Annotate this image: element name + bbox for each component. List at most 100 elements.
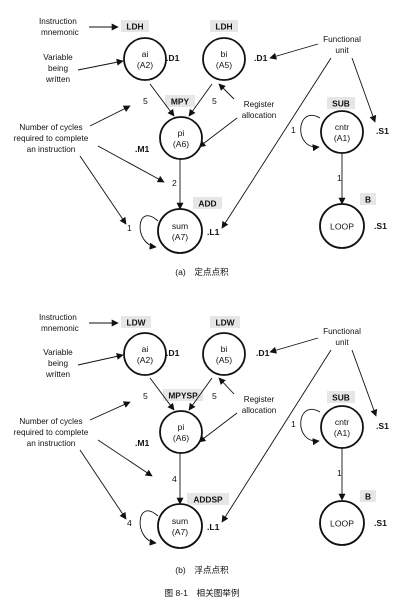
cycle-ai-pi: 5 (143, 96, 148, 106)
cycle-bi-pi: 5 (212, 96, 217, 106)
op-label-bi: LDH (215, 22, 232, 32)
op-label-sum: ADD (198, 199, 216, 209)
op-label-pi: MPY (171, 97, 190, 107)
op-label-loop: B (365, 195, 371, 205)
node-cntr-reg: (A1) (334, 428, 350, 438)
unit-cntr: .S1 (376, 126, 389, 136)
op-tag-bi (210, 20, 238, 32)
node-loop (319, 203, 365, 249)
cycles-label-line1: Number of cycles (19, 123, 82, 132)
edge-bi-pi (188, 377, 213, 411)
op-label-bi: LDW (215, 318, 234, 328)
node-ai-reg: (A2) (137, 60, 153, 70)
cycles-label-line2: required to complete (14, 134, 89, 143)
node-bi-name: bi (221, 344, 228, 354)
node-pi-name: pi (178, 128, 185, 138)
op-label-ai: LDH (126, 22, 143, 32)
unit-pi: .M1 (135, 144, 150, 154)
op-label-loop: B (365, 492, 371, 502)
unit-sum: .L1 (207, 522, 220, 532)
node-cntr (320, 405, 364, 449)
cycles-label-line2: required to complete (14, 428, 89, 437)
op-label-pi: MPYSP (168, 391, 198, 401)
op-tag-cntr (327, 97, 355, 109)
op-tag-pi (163, 389, 203, 401)
op-tag-pi (165, 95, 195, 107)
node-sum (157, 503, 203, 549)
node-loop-name: LOOP (330, 519, 354, 529)
node-bi (202, 37, 246, 81)
op-tag-ai (121, 20, 149, 32)
mnemonic-label-line2: mnemonic (41, 324, 79, 333)
node-cntr (320, 110, 364, 154)
mnemonic-label-line1: Instruction (39, 17, 77, 26)
cycle-cntr-self: 1 (291, 419, 296, 429)
unit-pi: .M1 (135, 438, 150, 448)
register-label-line1: Register (244, 100, 275, 109)
node-bi (202, 332, 246, 376)
edge-sum-self-loop (139, 510, 159, 546)
cycles-label-line3: an instruction (27, 439, 76, 448)
functional-label-line1: Functional (323, 327, 361, 336)
edge-bi-pi (188, 83, 213, 117)
cycles-label-line3: an instruction (27, 145, 76, 154)
node-bi-reg: (A5) (216, 355, 232, 365)
edge-cntr-self-loop (300, 409, 321, 446)
cycles-label-line1: Number of cycles (19, 417, 82, 426)
node-loop (319, 500, 365, 546)
node-sum-reg: (A7) (172, 232, 188, 242)
functional-label-line2: unit (335, 338, 349, 347)
node-ai (123, 37, 167, 81)
unit-bi: .D1 (254, 53, 268, 63)
unit-loop: .S1 (374, 518, 387, 528)
register-label-line2: allocation (242, 111, 277, 120)
variable-label-line3: written (45, 370, 71, 379)
op-tag-sum (187, 493, 229, 505)
unit-bi: .D1 (256, 348, 270, 358)
unit-ai: .D1 (166, 53, 180, 63)
op-tag-cntr (327, 391, 355, 403)
node-ai-reg: (A2) (137, 355, 153, 365)
node-pi-reg: (A6) (173, 139, 189, 149)
register-label-line1: Register (244, 395, 275, 404)
variable-label-line1: Variable (43, 348, 73, 357)
node-ai (123, 332, 167, 376)
functional-label-line2: unit (335, 46, 349, 55)
node-loop-name: LOOP (330, 222, 354, 232)
op-tag-loop (360, 490, 376, 502)
cycle-pi-sum: 2 (172, 178, 177, 188)
mnemonic-label-line1: Instruction (39, 313, 77, 322)
edge-ai-pi (149, 377, 175, 411)
edge-ai-pi (149, 83, 175, 117)
cycle-cntr-loop: 1 (337, 173, 342, 183)
op-label-cntr: SUB (332, 99, 350, 109)
op-tag-ai (121, 316, 151, 328)
cycle-pi-sum: 4 (172, 474, 177, 484)
panel-fixed-point: Instruction mnemonic Variable being writ… (14, 17, 389, 277)
cycle-sum-self: 1 (127, 223, 132, 233)
unit-loop: .S1 (374, 221, 387, 231)
cycle-bi-pi: 5 (212, 391, 217, 401)
mnemonic-label-line2: mnemonic (41, 28, 79, 37)
variable-label-line1: Variable (43, 53, 73, 62)
unit-cntr: .S1 (376, 421, 389, 431)
op-label-cntr: SUB (332, 393, 350, 403)
panel-b-caption: (b) 浮点点积 (175, 564, 229, 575)
node-pi (159, 116, 203, 160)
cycle-cntr-loop: 1 (337, 468, 342, 478)
unit-ai: .D1 (166, 348, 180, 358)
variable-label-line2: being (48, 359, 68, 368)
op-label-sum: ADDSP (193, 495, 223, 505)
node-cntr-name: cntr (335, 417, 349, 427)
node-cntr-reg: (A1) (334, 133, 350, 143)
node-bi-reg: (A5) (216, 60, 232, 70)
functional-label-line1: Functional (323, 35, 361, 44)
node-pi-reg: (A6) (173, 433, 189, 443)
node-ai-name: ai (142, 49, 149, 59)
unit-sum: .L1 (207, 227, 220, 237)
node-bi-name: bi (221, 49, 228, 59)
node-sum (157, 208, 203, 254)
node-sum-name: sum (172, 516, 188, 526)
node-cntr-name: cntr (335, 122, 349, 132)
